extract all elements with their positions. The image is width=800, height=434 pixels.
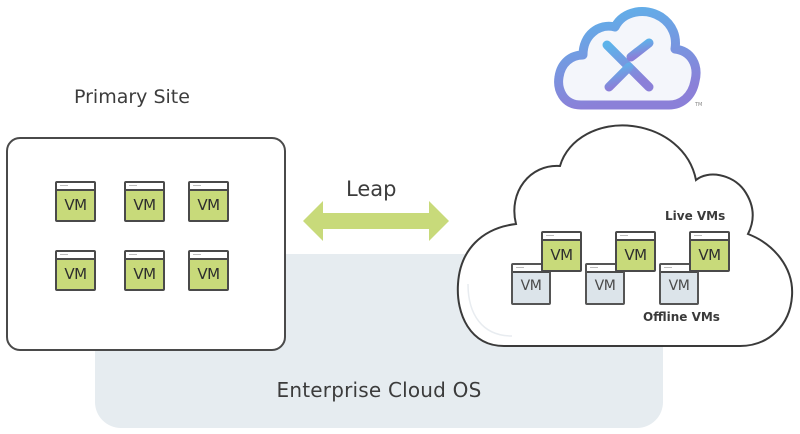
window-titlebar [190, 252, 227, 260]
primary-vm: VM [55, 250, 96, 291]
window-titlebar [190, 183, 227, 191]
vm-label: VM [520, 278, 542, 294]
live-vm: VM [615, 231, 656, 272]
window-titlebar [513, 265, 549, 273]
enterprise-cloud-os-label: Enterprise Cloud OS [276, 378, 482, 402]
primary-vm: VM [124, 250, 165, 291]
trademark-label: TM [695, 102, 703, 108]
window-titlebar [617, 233, 654, 241]
vm-label: VM [197, 196, 220, 214]
window-titlebar [661, 265, 697, 273]
vm-label: VM [197, 265, 220, 283]
vm-label: VM [64, 265, 87, 283]
double-arrow-icon [303, 201, 449, 241]
live-vm: VM [541, 231, 582, 272]
vm-label: VM [133, 265, 156, 283]
vm-label: VM [133, 196, 156, 214]
primary-vm: VM [55, 181, 96, 222]
primary-vm: VM [188, 250, 229, 291]
xi-cloud-logo-icon [554, 7, 701, 110]
window-titlebar [57, 183, 94, 191]
window-titlebar [543, 233, 580, 241]
vm-label: VM [550, 246, 573, 264]
offline-vm: VM [659, 263, 699, 305]
primary-vm: VM [188, 181, 229, 222]
vm-label: VM [64, 196, 87, 214]
vm-label: VM [668, 278, 690, 294]
primary-site-title: Primary Site [74, 86, 190, 108]
window-titlebar [126, 183, 163, 191]
window-titlebar [57, 252, 94, 260]
primary-vm: VM [124, 181, 165, 222]
leap-label: Leap [346, 177, 397, 201]
window-titlebar [126, 252, 163, 260]
vm-label: VM [594, 278, 616, 294]
offline-vms-label: Offline VMs [643, 310, 720, 324]
window-titlebar [587, 265, 623, 273]
live-vm: VM [689, 231, 730, 272]
window-titlebar [691, 233, 728, 241]
vm-label: VM [624, 246, 647, 264]
vm-label: VM [698, 246, 721, 264]
primary-site-box [6, 137, 286, 351]
live-vms-label: Live VMs [665, 209, 726, 223]
